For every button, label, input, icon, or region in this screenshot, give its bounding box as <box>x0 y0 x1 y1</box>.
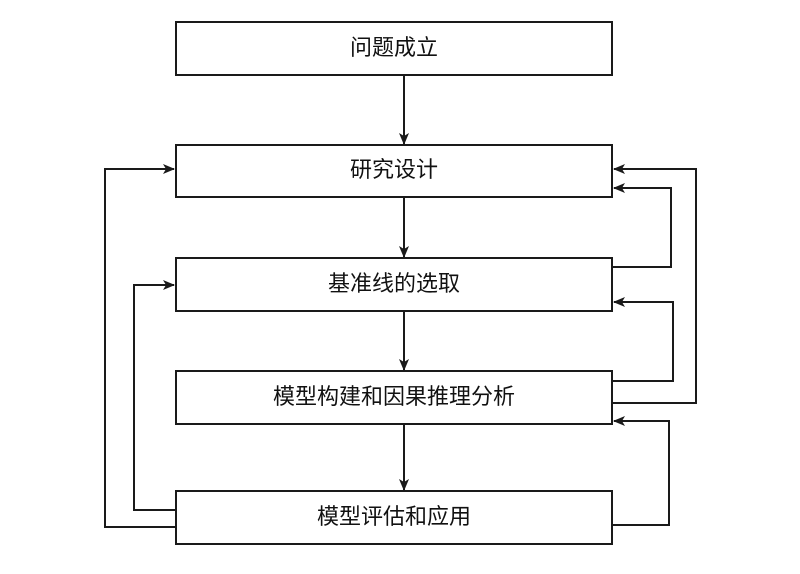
node-problem: 问题成立 <box>175 21 613 76</box>
feedback-baseline-to-design <box>612 183 672 268</box>
feedback-modeling-to-design <box>612 164 697 404</box>
node-evaluation-label: 模型评估和应用 <box>317 505 471 530</box>
feedback-evaluation-to-design <box>104 164 176 528</box>
node-baseline-label: 基准线的选取 <box>328 272 460 297</box>
node-modeling-label: 模型构建和因果推理分析 <box>273 385 515 410</box>
node-modeling: 模型构建和因果推理分析 <box>175 370 613 425</box>
feedback-modeling-to-baseline <box>612 297 674 382</box>
node-design: 研究设计 <box>175 144 613 198</box>
node-problem-label: 问题成立 <box>350 36 438 61</box>
node-baseline: 基准线的选取 <box>175 257 613 312</box>
feedback-evaluation-to-baseline <box>133 280 176 511</box>
node-evaluation: 模型评估和应用 <box>175 490 613 545</box>
feedback-evaluation-to-modeling <box>612 416 670 526</box>
node-design-label: 研究设计 <box>350 158 438 183</box>
